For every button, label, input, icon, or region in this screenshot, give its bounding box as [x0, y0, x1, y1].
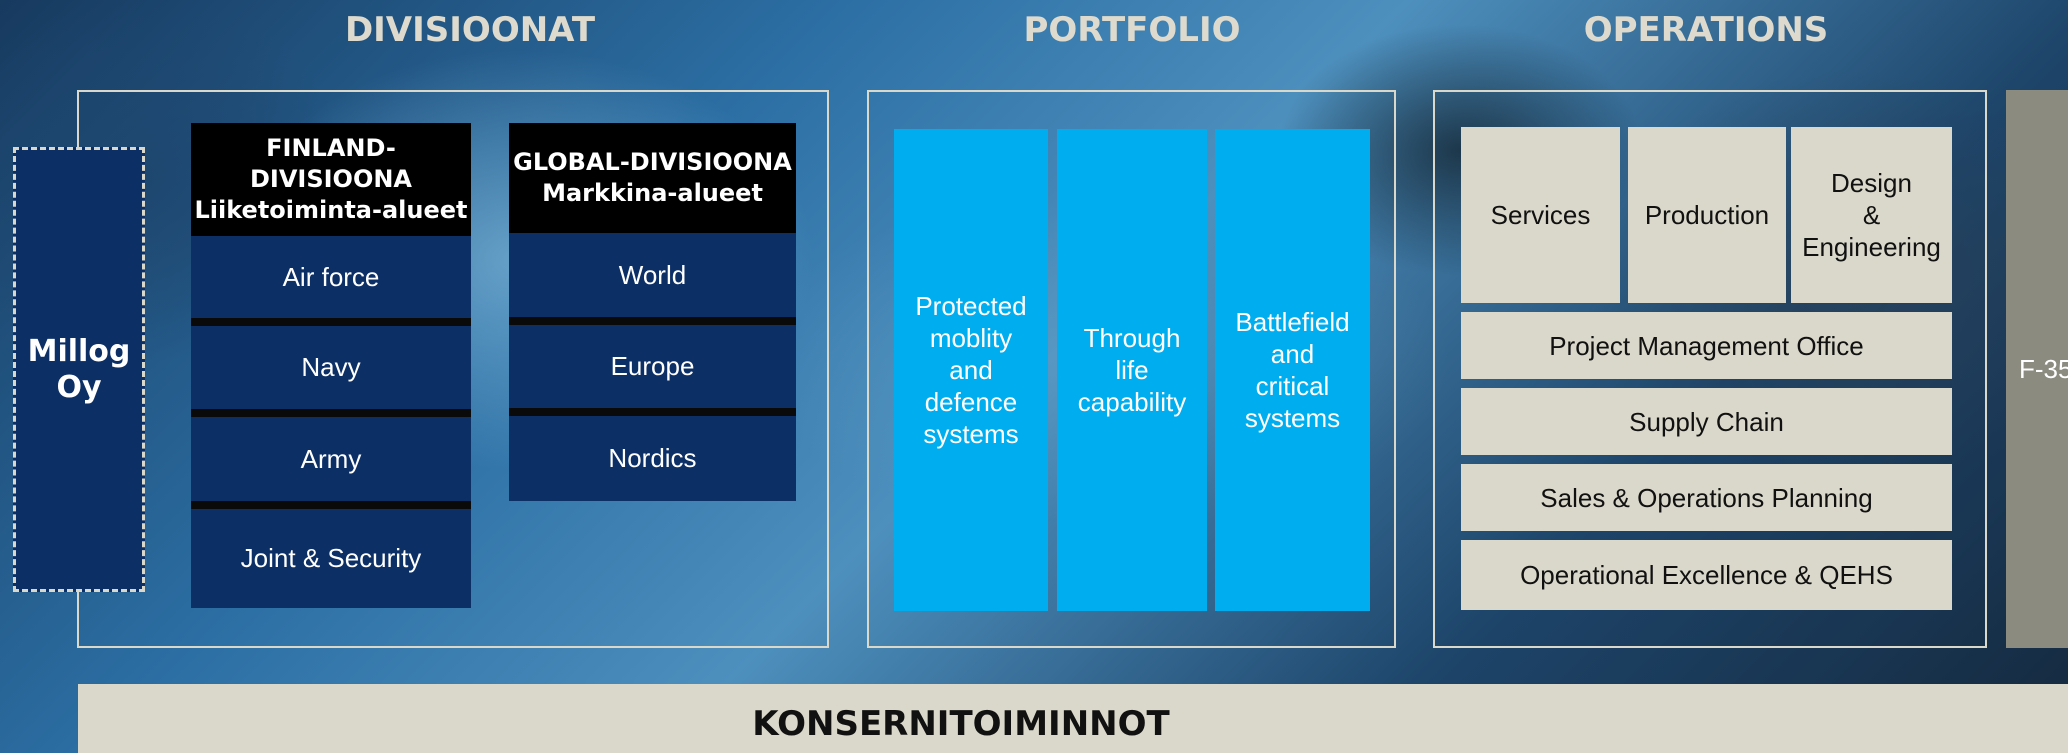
- operations-services: Services: [1461, 127, 1620, 303]
- finland-division-header: FINLAND- DIVISIOONA Liiketoiminta-alueet: [191, 123, 471, 236]
- portfolio-3-line-1: Battlefield: [1235, 307, 1350, 337]
- operations-frame: [1433, 90, 1987, 648]
- portfolio-2-line-3: capability: [1077, 387, 1187, 417]
- finland-division-column: FINLAND- DIVISIOONA Liiketoiminta-alueet…: [191, 123, 471, 608]
- portfolio-1-line-3: and: [949, 355, 993, 385]
- operations-production: Production: [1628, 127, 1786, 303]
- design-line-1: Design: [1831, 168, 1912, 198]
- global-division-column: GLOBAL-DIVISIOONA Markkina-alueet World …: [509, 123, 796, 501]
- global-header-line-1: GLOBAL-DIVISIOONA: [513, 148, 792, 176]
- portfolio-2-line-2: life: [1115, 355, 1149, 385]
- portfolio-battlefield-systems: Battlefield and critical systems: [1215, 129, 1370, 611]
- global-item-nordics: Nordics: [509, 416, 796, 501]
- portfolio-protected-mobility: Protected moblity and defence systems: [894, 129, 1048, 611]
- operations-supply-chain: Supply Chain: [1461, 388, 1952, 455]
- operations-design-engineering: Design & Engineering: [1791, 127, 1952, 303]
- global-division-header: GLOBAL-DIVISIOONA Markkina-alueet: [509, 123, 796, 233]
- side-panel-label: F-35: [2019, 353, 2068, 384]
- finland-header-line-2: DIVISIOONA: [249, 165, 413, 193]
- finland-item-joint-security: Joint & Security: [191, 509, 471, 608]
- operations-excellence-qehs: Operational Excellence & QEHS: [1461, 540, 1952, 610]
- millog-line-2: Oy: [56, 369, 102, 405]
- konsernitoiminnot-label: KONSERNITOIMINNOT: [752, 704, 1170, 744]
- portfolio-1-line-4: defence: [924, 387, 1018, 417]
- finland-header-line-1: FINLAND-: [266, 134, 396, 162]
- finland-item-army: Army: [191, 417, 471, 501]
- design-line-2: &: [1862, 200, 1881, 230]
- design-line-3: Engineering: [1802, 232, 1941, 262]
- divider: [191, 501, 471, 509]
- portfolio-heading: PORTFOLIO: [1023, 10, 1241, 50]
- operations-project-management-office: Project Management Office: [1461, 312, 1952, 379]
- operations-heading: OPERATIONS: [1583, 10, 1829, 50]
- portfolio-frame: [867, 90, 1396, 648]
- portfolio-1-line-5: systems: [923, 419, 1019, 449]
- operations-sales-operations-planning: Sales & Operations Planning: [1461, 464, 1952, 531]
- millog-oy-box: Millog Oy: [13, 147, 145, 592]
- millog-line-1: Millog: [27, 333, 131, 369]
- portfolio-2-line-1: Through: [1083, 323, 1181, 353]
- portfolio-3-line-4: systems: [1244, 403, 1341, 433]
- portfolio-3-line-3: critical: [1255, 371, 1330, 401]
- global-item-europe: Europe: [509, 325, 796, 408]
- divider: [509, 408, 796, 416]
- finland-header-line-3: Liiketoiminta-alueet: [194, 196, 468, 224]
- global-item-world: World: [509, 233, 796, 317]
- portfolio-1-line-2: moblity: [929, 323, 1013, 353]
- portfolio-1-line-1: Protected: [915, 291, 1027, 321]
- konsernitoiminnot-bar: KONSERNITOIMINNOT: [78, 684, 2068, 753]
- side-panel-f35: F-35: [2006, 90, 2068, 648]
- finland-item-air-force: Air force: [191, 236, 471, 318]
- divider: [509, 317, 796, 325]
- divider: [191, 318, 471, 326]
- global-header-line-2: Markkina-alueet: [542, 179, 763, 207]
- portfolio-through-life-capability: Through life capability: [1057, 129, 1207, 611]
- divider: [191, 409, 471, 417]
- portfolio-3-line-2: and: [1270, 339, 1315, 369]
- divisions-heading: DIVISIOONAT: [344, 10, 596, 50]
- finland-item-navy: Navy: [191, 326, 471, 409]
